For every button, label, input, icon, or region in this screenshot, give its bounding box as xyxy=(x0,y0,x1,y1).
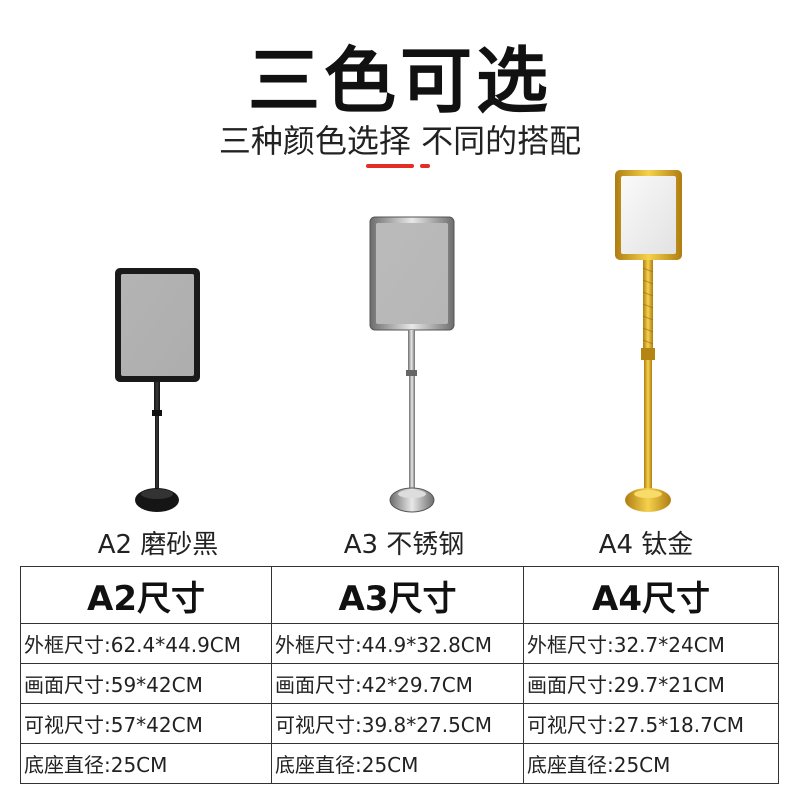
page-subtitle: 三种颜色选择 不同的搭配 xyxy=(218,122,582,160)
table-header-a3: A3尺寸 xyxy=(271,566,524,624)
accent-line-short xyxy=(420,164,430,168)
table-header-row: A2尺寸 A3尺寸 A4尺寸 xyxy=(20,566,779,624)
table-header-a2: A2尺寸 xyxy=(20,566,272,624)
table-row: 可视尺寸:57*42CM 可视尺寸:39.8*27.5CM 可视尺寸:27.5*… xyxy=(20,703,779,744)
product-label-a2: A2 磨砂黑 xyxy=(97,530,219,560)
page-title: 三色可选 xyxy=(247,39,552,123)
table-row: 外框尺寸:62.4*44.9CM 外框尺寸:44.9*32.8CM 外框尺寸:3… xyxy=(20,623,779,664)
table-cell: 外框尺寸:62.4*44.9CM xyxy=(20,623,272,664)
table-cell: 底座直径:25CM xyxy=(20,743,272,784)
table-cell: 可视尺寸:57*42CM xyxy=(20,703,272,744)
stand-a4-gold xyxy=(615,170,682,512)
spec-table: A2尺寸 A3尺寸 A4尺寸 外框尺寸:62.4*44.9CM 外框尺寸:44.… xyxy=(20,566,779,784)
table-cell: 画面尺寸:29.7*21CM xyxy=(523,663,779,704)
table-cell: 画面尺寸:59*42CM xyxy=(20,663,272,704)
table-cell: 底座直径:25CM xyxy=(271,743,524,784)
table-cell: 可视尺寸:39.8*27.5CM xyxy=(271,703,524,744)
accent-line-long xyxy=(366,164,414,168)
product-label-a4: A4 钛金 xyxy=(598,530,694,560)
product-stands-illustration xyxy=(115,170,682,513)
table-cell: 画面尺寸:42*29.7CM xyxy=(271,663,524,704)
stand-a3-steel xyxy=(369,216,455,513)
table-header-a4: A4尺寸 xyxy=(523,566,779,624)
table-row: 画面尺寸:59*42CM 画面尺寸:42*29.7CM 画面尺寸:29.7*21… xyxy=(20,663,779,704)
table-cell: 可视尺寸:27.5*18.7CM xyxy=(523,703,779,744)
table-cell: 外框尺寸:32.7*24CM xyxy=(523,623,779,664)
table-row: 底座直径:25CM 底座直径:25CM 底座直径:25CM xyxy=(20,743,779,784)
table-cell: 外框尺寸:44.9*32.8CM xyxy=(271,623,524,664)
stand-a2-black xyxy=(115,268,200,512)
table-cell: 底座直径:25CM xyxy=(523,743,779,784)
product-label-a3: A3 不锈钢 xyxy=(343,530,465,560)
